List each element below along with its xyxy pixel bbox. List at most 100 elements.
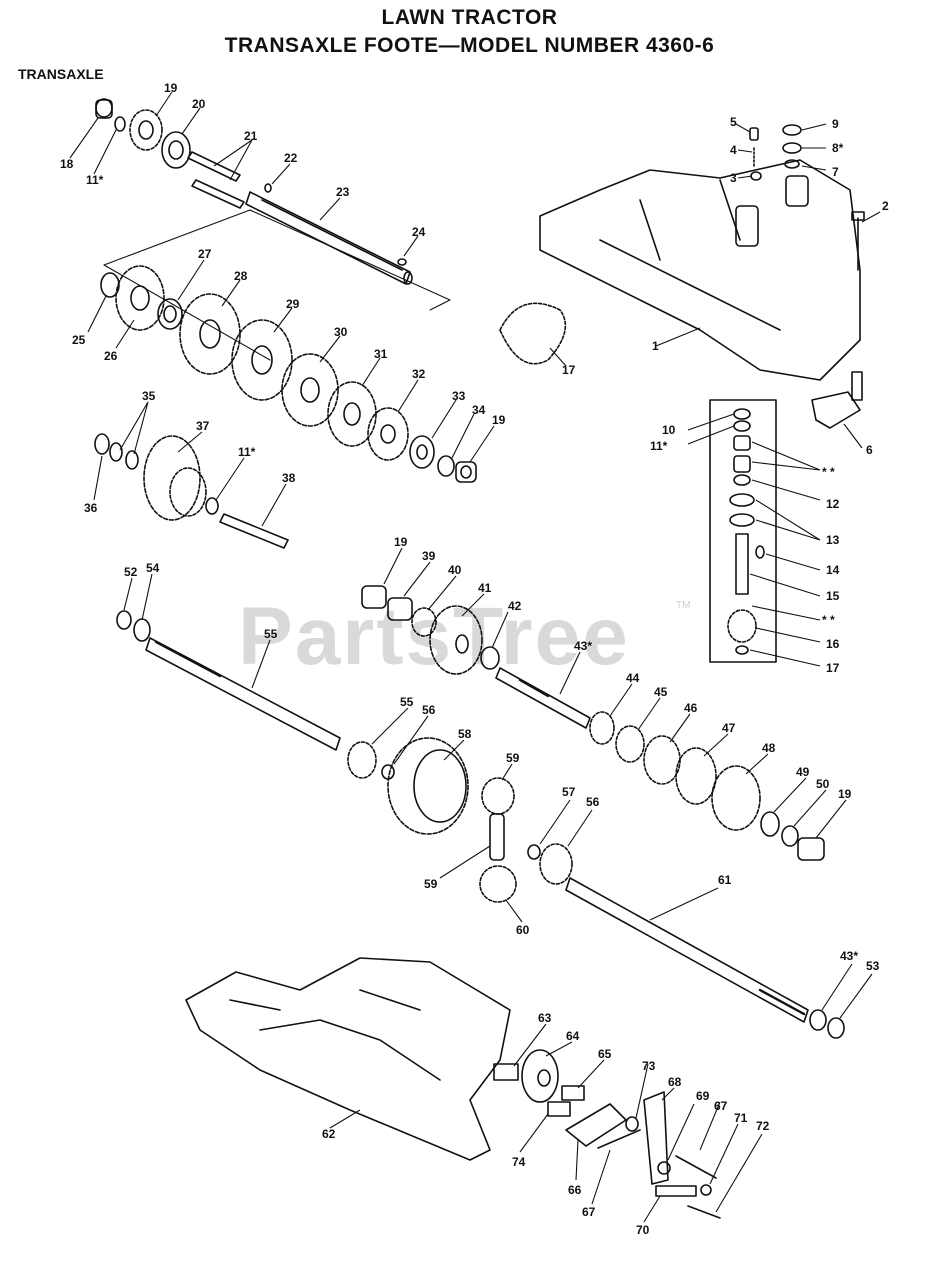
washer-8 (782, 142, 802, 154)
part-label-26: 25 (72, 333, 86, 347)
pin-25 (397, 258, 407, 266)
part-label-47: 46 (684, 701, 698, 715)
gear-16 (727, 609, 757, 643)
part-label-28: 27 (198, 247, 212, 261)
part-label-19-mid: 19 (492, 413, 506, 427)
part-label-54: 55 (264, 627, 278, 641)
pinion-59-bottom (479, 865, 517, 903)
part-label-17: 17 (826, 661, 840, 675)
housing-1 (539, 159, 861, 381)
part-label-38: 37 (196, 419, 210, 433)
gear-20 (129, 109, 163, 151)
bearing-19-top-left (95, 98, 113, 119)
lever-68 (643, 1091, 669, 1185)
part-label-8: 8* (832, 141, 844, 155)
collar-34 (409, 435, 435, 469)
part-label-48: 47 (722, 721, 736, 735)
pad-64 (561, 1085, 585, 1101)
part-label-71: 71 (734, 1111, 748, 1125)
part-label-14: 14 (826, 563, 840, 577)
axle-54 (145, 637, 341, 751)
part-62 (493, 1063, 519, 1081)
bevel-gear-55-left (347, 741, 377, 779)
part-label-29: 28 (234, 269, 248, 283)
gear-31 (281, 353, 339, 427)
part-label-53: 54 (146, 561, 160, 575)
seal-9 (782, 124, 802, 136)
washer-11-right (733, 420, 751, 432)
part-label-36: 35 (142, 389, 156, 403)
watermark-trademark: TM (676, 600, 691, 611)
part-label-73: 73 (642, 1059, 656, 1073)
part-label-55-left: 55 (400, 695, 414, 709)
gear-48 (675, 747, 717, 805)
washers-36 (109, 442, 139, 470)
part-label-55-right: 56 (586, 795, 600, 809)
part-label-52-right: 53 (866, 959, 880, 973)
part-label-44: 43* (574, 639, 593, 653)
part-label-18: 17 (562, 363, 576, 377)
housing-61 (185, 957, 511, 1161)
snap-ring-26 (100, 272, 120, 298)
gear-41 (411, 607, 437, 637)
part-label-45: 44 (626, 671, 640, 685)
bearing-19-right (797, 837, 825, 861)
shift-assembly-box (709, 399, 777, 663)
part-label-42: 41 (478, 581, 492, 595)
washer-11-top-left (114, 116, 126, 132)
washer-37 (94, 433, 110, 455)
block-70 (655, 1185, 697, 1197)
part-label-41: 40 (448, 563, 462, 577)
part-label-11-mid: 11* (238, 445, 256, 459)
bearing-40 (387, 597, 413, 621)
part-label-34: 33 (452, 389, 466, 403)
gear-49 (711, 765, 761, 831)
axle-60 (565, 877, 809, 1023)
leader-lines (69, 91, 881, 1223)
shaft-44 (495, 667, 591, 729)
part-66 (597, 1129, 641, 1149)
title-line-2: TRANSAXLE FOOTE—MODEL NUMBER 4360-6 (224, 34, 715, 57)
part-label-52-left: 52 (124, 565, 138, 579)
part-label-9: 9 (832, 117, 839, 131)
pinion-59-top (481, 777, 515, 815)
part-label-16: 16 (826, 637, 840, 651)
part-label-23: 22 (284, 151, 298, 165)
part-label-27: 26 (104, 349, 118, 363)
chain-18 (499, 302, 567, 365)
part-label-star-1: * * (822, 465, 835, 479)
part-label-35: 34 (472, 403, 486, 417)
gear-29 (179, 293, 241, 375)
keys-22 (187, 151, 245, 209)
part-label-63: 64 (566, 1029, 580, 1043)
bolt-67 (675, 1155, 717, 1179)
part-label-19: 18 (60, 157, 74, 171)
sprocket-27 (115, 265, 165, 331)
bearing-19-center (361, 585, 387, 609)
part-label-72: 72 (756, 1119, 770, 1133)
part-label-7: 7 (832, 165, 839, 179)
bolt-2 (851, 211, 865, 271)
shaft-24 (245, 191, 413, 285)
nut-71 (700, 1184, 712, 1196)
part-label-25: 24 (412, 225, 426, 239)
bolt-72 (687, 1205, 721, 1219)
part-label-37: 36 (84, 501, 98, 515)
part-label-21: 20 (192, 97, 206, 111)
part-label-11: 11* (86, 173, 104, 187)
washer-52-left (116, 610, 132, 630)
part-label-32: 31 (374, 347, 388, 361)
part-label-61: 62 (322, 1127, 336, 1141)
part-label-56-left: 56 (422, 703, 436, 717)
part-label-10: 10 (662, 423, 676, 437)
part-label-68: 68 (668, 1075, 682, 1089)
washer-53 (133, 618, 151, 642)
collar-12 (733, 435, 751, 486)
gear-30 (231, 319, 293, 401)
part-label-19-center: 19 (394, 535, 408, 549)
gear-46 (615, 725, 645, 763)
part-label-74: 74 (512, 1155, 526, 1169)
part-label-40: 39 (422, 549, 436, 563)
part-label-20: 19 (164, 81, 178, 95)
